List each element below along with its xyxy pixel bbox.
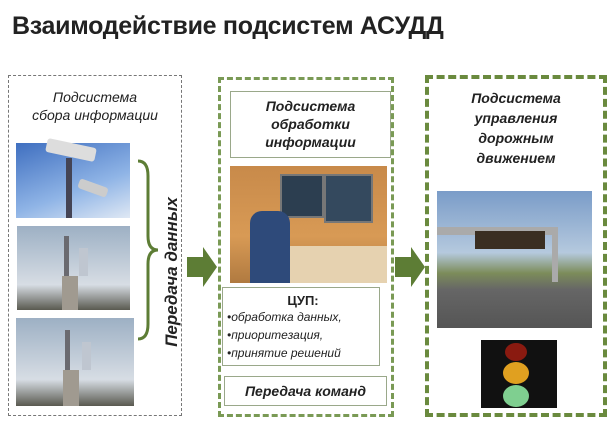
- processing-subsystem-title: Подсистема обработки информации: [230, 91, 391, 158]
- camera-photo: [16, 137, 130, 218]
- cup-item: •принятие решений: [227, 346, 341, 360]
- data-transfer-label: Передача данных: [162, 197, 181, 347]
- control-subsystem-box: [425, 75, 607, 417]
- title-line: сбора информации: [32, 107, 158, 123]
- collection-subsystem-title: Подсистема сбора информации: [10, 88, 180, 124]
- title-line: Подсистема: [471, 90, 561, 106]
- arrow-right-icon: [187, 247, 217, 287]
- title-line: информации: [265, 134, 356, 150]
- title-line: Подсистема: [265, 98, 356, 114]
- brace-icon: [137, 159, 159, 341]
- title-line: Подсистема: [52, 89, 138, 105]
- cup-item: •обработка данных,: [227, 310, 342, 324]
- control-center-photo: [230, 166, 387, 283]
- weather-station-photo: [16, 318, 134, 406]
- title-line: обработки: [271, 116, 350, 132]
- weather-station-photo: [17, 226, 130, 310]
- highway-sign-photo: [437, 191, 592, 328]
- title-line: движением: [476, 150, 556, 166]
- commands-transfer-label: Передача команд: [224, 376, 387, 406]
- arrow-right-icon: [395, 247, 425, 287]
- page-title: Взаимодействие подсистем АСУДД: [12, 12, 444, 40]
- cup-item: •приоритезация,: [227, 328, 324, 342]
- title-line: управления: [474, 110, 558, 126]
- traffic-light-photo: [481, 340, 557, 408]
- collection-subsystem-box: [8, 75, 182, 416]
- cup-title: ЦУП:: [287, 293, 319, 308]
- cup-box: ЦУП: •обработка данных, •приоритезация, …: [222, 287, 380, 366]
- control-subsystem-title: Подсистема управления дорожным движением: [428, 88, 604, 168]
- title-line: дорожным: [478, 130, 554, 146]
- processing-subsystem-box: [218, 77, 394, 417]
